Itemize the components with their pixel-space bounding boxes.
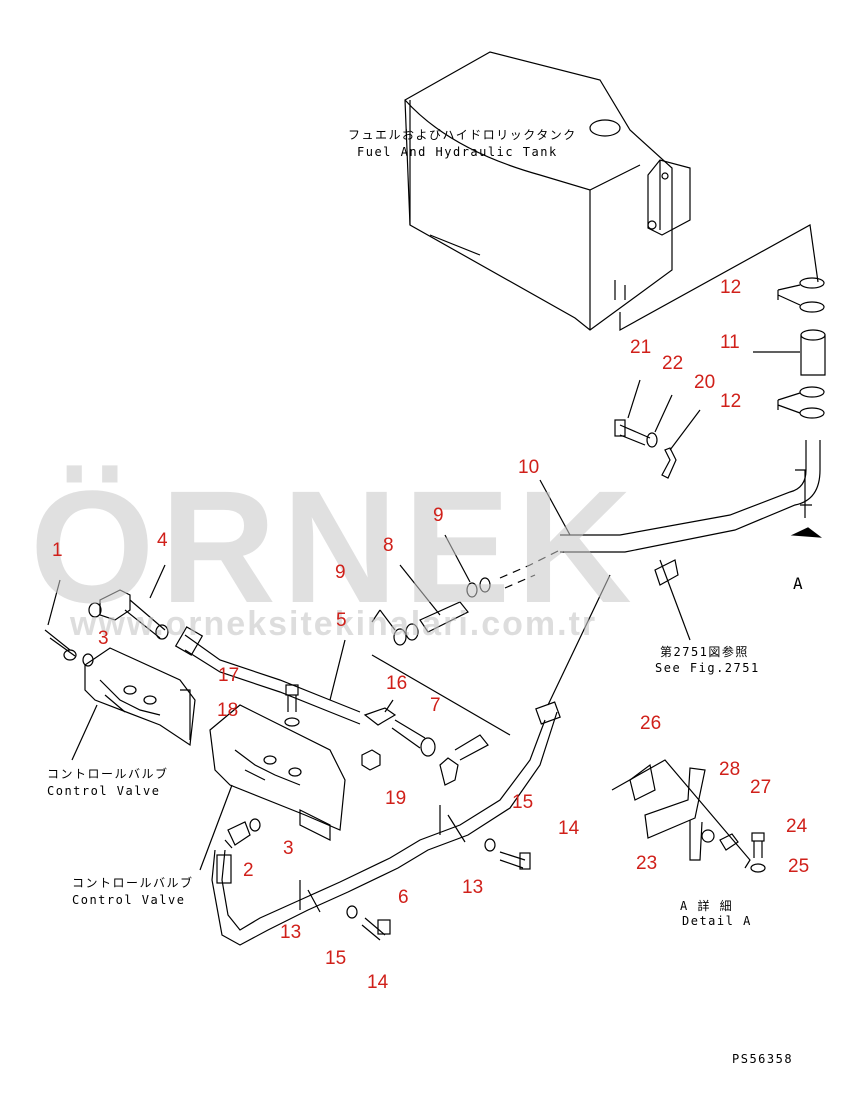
watermark-logo: ÖRNEK: [30, 457, 638, 636]
bolt-17: [285, 684, 299, 712]
bolt-14-left: [361, 917, 391, 941]
washer-15-right: [484, 838, 496, 852]
detail-label-ja: A 詳 細: [680, 899, 734, 913]
callout: 13: [280, 922, 302, 943]
hose-11: [753, 329, 826, 376]
fitting-1: [44, 579, 77, 661]
o-ring-3-upper: [82, 653, 94, 667]
callout: 23: [636, 853, 658, 874]
control-valve-lower-ja: コントロールバルブ: [72, 876, 194, 890]
nut-19: [361, 749, 381, 771]
see-fig-en: See Fig.2751: [655, 661, 760, 675]
washer-15-left: [346, 905, 358, 919]
callout: 8: [383, 535, 394, 556]
washer-22: [646, 394, 673, 448]
drawing-code: PS56358: [732, 1052, 794, 1066]
view-arrow-a: A: [793, 574, 805, 593]
callout: 27: [750, 777, 772, 798]
callout: 3: [98, 628, 109, 649]
see-fig-ja: 第2751図参照: [660, 645, 749, 659]
bolt-14-right: [499, 851, 531, 870]
callout: 28: [719, 759, 741, 780]
callout: 19: [385, 788, 407, 809]
control-valve-upper-ja: コントロールバルブ: [47, 767, 169, 781]
hose-5: [174, 626, 361, 725]
control-valve-upper: [71, 647, 196, 761]
detail-label-en: Detail A: [682, 914, 752, 928]
tank-label-en: Fuel And Hydraulic Tank: [357, 145, 558, 159]
hose-8: [399, 564, 469, 633]
callout: 17: [218, 665, 240, 686]
callout: 15: [512, 792, 534, 813]
callout: 24: [786, 816, 808, 837]
clamp-12-lower: [777, 386, 825, 419]
control-valve-lower-en: Control Valve: [72, 893, 186, 907]
callout: 9: [433, 505, 444, 526]
callout: 7: [430, 695, 441, 716]
clamp-9-left: [371, 609, 419, 646]
callout: 15: [325, 948, 347, 969]
fuel-hydraulic-tank: [404, 51, 691, 331]
callout: 2: [243, 860, 254, 881]
callout: 6: [398, 887, 409, 908]
callout: 20: [694, 372, 716, 393]
callout: 22: [662, 353, 684, 374]
watermark-url: www.orneksitekinalari.com.tr: [70, 605, 598, 643]
detail-a: [611, 759, 766, 873]
bolt-21: [614, 379, 651, 446]
callout: 12: [720, 391, 742, 412]
pipe-10: [539, 440, 822, 553]
clamp-12-upper: [777, 277, 825, 313]
callout: 18: [217, 700, 239, 721]
callout: 11: [720, 332, 740, 353]
elbow-7: [371, 654, 511, 786]
callout: 1: [52, 540, 63, 561]
control-valve-lower: [199, 704, 346, 871]
o-ring-3-lower: [249, 818, 261, 832]
callout: 25: [788, 856, 810, 877]
callout: 14: [558, 818, 580, 839]
pipe-6: [211, 574, 611, 946]
callout: 14: [367, 972, 389, 993]
callout: 3: [283, 838, 294, 859]
callout: 26: [640, 713, 662, 734]
callout: 21: [630, 337, 652, 358]
fitting-2: [224, 821, 251, 849]
callout: 12: [720, 277, 742, 298]
tee-4: [88, 564, 169, 640]
callout: 9: [335, 562, 346, 583]
clamp-9-right: [444, 534, 491, 598]
washer-18: [284, 717, 300, 727]
tank-label-ja: フュエルおよびハイドロリックタンク: [348, 128, 577, 142]
callout: 5: [336, 610, 347, 631]
control-valve-upper-en: Control Valve: [47, 784, 161, 798]
bracket-16: [363, 699, 436, 757]
callout: 4: [157, 530, 168, 551]
bracket-20: [661, 409, 701, 479]
callout: 13: [462, 877, 484, 898]
callout: 16: [386, 673, 408, 694]
callout: 10: [518, 457, 540, 478]
